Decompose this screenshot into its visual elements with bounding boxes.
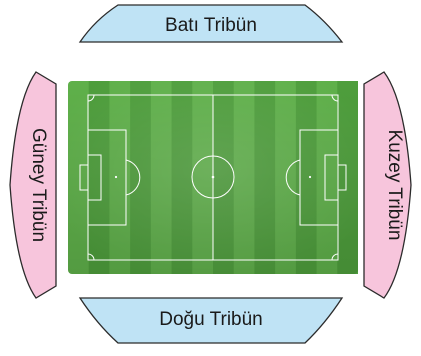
football-pitch [68, 81, 358, 274]
stand-west-shape[interactable] [78, 4, 344, 43]
right-goal [337, 164, 347, 191]
left-goal [79, 164, 89, 191]
left-penalty-spot [114, 175, 118, 179]
stand-east-label: Doğu Tribün [159, 309, 263, 330]
corner-arc-top-left [87, 94, 95, 102]
stand-south-label: Güney Tribün [28, 128, 49, 242]
stand-south[interactable]: Güney Tribün [9, 71, 57, 299]
pitch-markings [79, 94, 347, 261]
stand-north[interactable]: Kuzey Tribün [363, 71, 412, 299]
right-penalty-arc [285, 159, 301, 196]
left-penalty-arc [125, 159, 141, 196]
corner-arc-bottom-right [331, 253, 339, 261]
stand-north-label: Kuzey Tribün [384, 130, 405, 241]
stand-east[interactable]: Doğu Tribün [78, 297, 344, 344]
right-penalty-spot [308, 175, 312, 179]
centre-spot [211, 175, 215, 179]
stand-west[interactable]: Batı Tribün [78, 4, 344, 43]
centre-circle [191, 155, 235, 199]
stand-east-shape[interactable] [78, 297, 344, 344]
stand-south-shape[interactable] [9, 71, 57, 299]
stand-west-label: Batı Tribün [165, 15, 257, 36]
corner-arc-top-right [331, 94, 339, 102]
stand-north-shape[interactable] [363, 71, 412, 299]
corner-arc-bottom-left [87, 253, 95, 261]
